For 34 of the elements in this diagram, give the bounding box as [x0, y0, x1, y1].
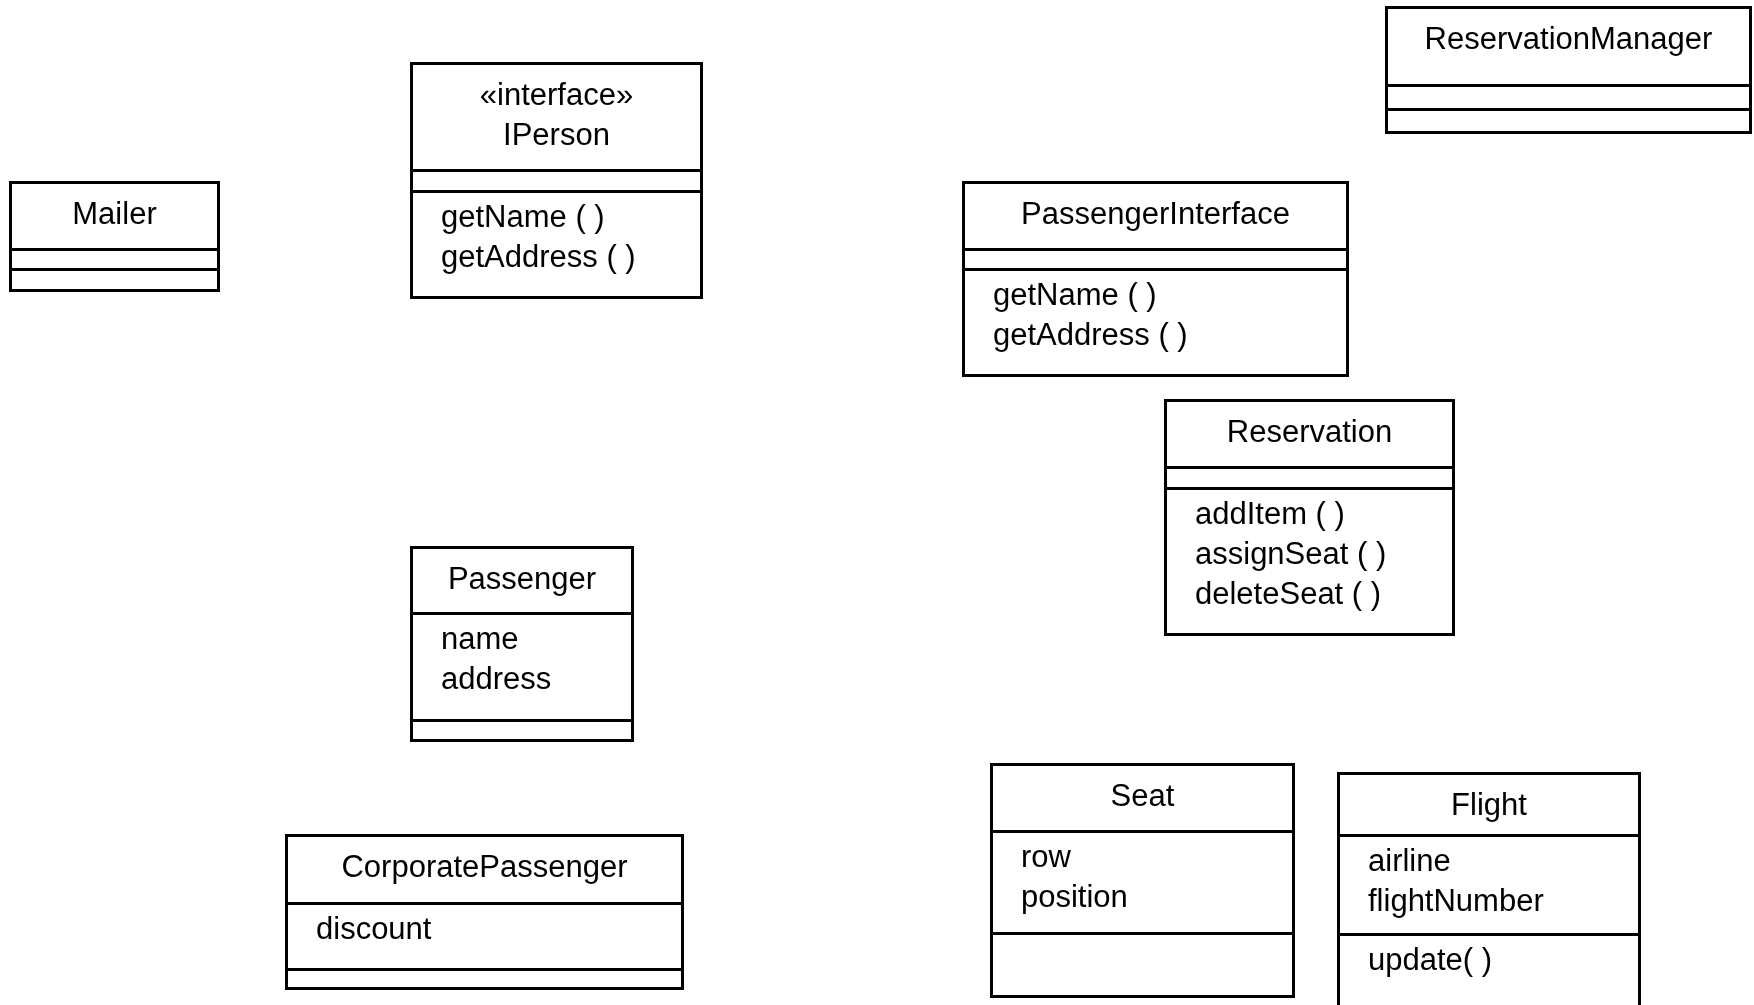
method: assignSeat ( ) — [1195, 535, 1387, 573]
attribute: row — [1021, 838, 1071, 876]
stereotype: «interface» — [479, 76, 634, 114]
class-name: Mailer — [72, 195, 157, 233]
class-box — [1337, 772, 1641, 1005]
method: deleteSeat ( ) — [1195, 575, 1382, 613]
class-box — [9, 181, 220, 292]
method: getAddress ( ) — [993, 316, 1188, 354]
method: update( ) — [1368, 941, 1493, 979]
class-box — [285, 834, 684, 990]
attribute: airline — [1368, 842, 1451, 880]
method: addItem ( ) — [1195, 495, 1345, 533]
attribute: position — [1021, 878, 1128, 916]
class-name: Seat — [1110, 777, 1175, 815]
attribute: discount — [316, 910, 432, 948]
class-box — [410, 62, 703, 299]
attribute: address — [441, 660, 552, 698]
class-name: ReservationManager — [1424, 20, 1713, 58]
class-box — [410, 546, 634, 742]
method: getAddress ( ) — [441, 238, 636, 276]
class-name: IPerson — [503, 116, 610, 154]
class-box — [1164, 399, 1455, 636]
class-name: Flight — [1451, 786, 1527, 824]
attribute: name — [441, 620, 519, 658]
class-box — [962, 181, 1349, 377]
attribute: flightNumber — [1368, 882, 1544, 920]
class-name: Passenger — [447, 560, 597, 598]
class-name: CorporatePassenger — [341, 848, 628, 886]
class-name: PassengerInterface — [1021, 195, 1290, 233]
method: getName ( ) — [993, 276, 1157, 314]
class-box — [1385, 6, 1752, 134]
method: getName ( ) — [441, 198, 605, 236]
class-box — [990, 763, 1295, 998]
class-name: Reservation — [1226, 413, 1393, 451]
